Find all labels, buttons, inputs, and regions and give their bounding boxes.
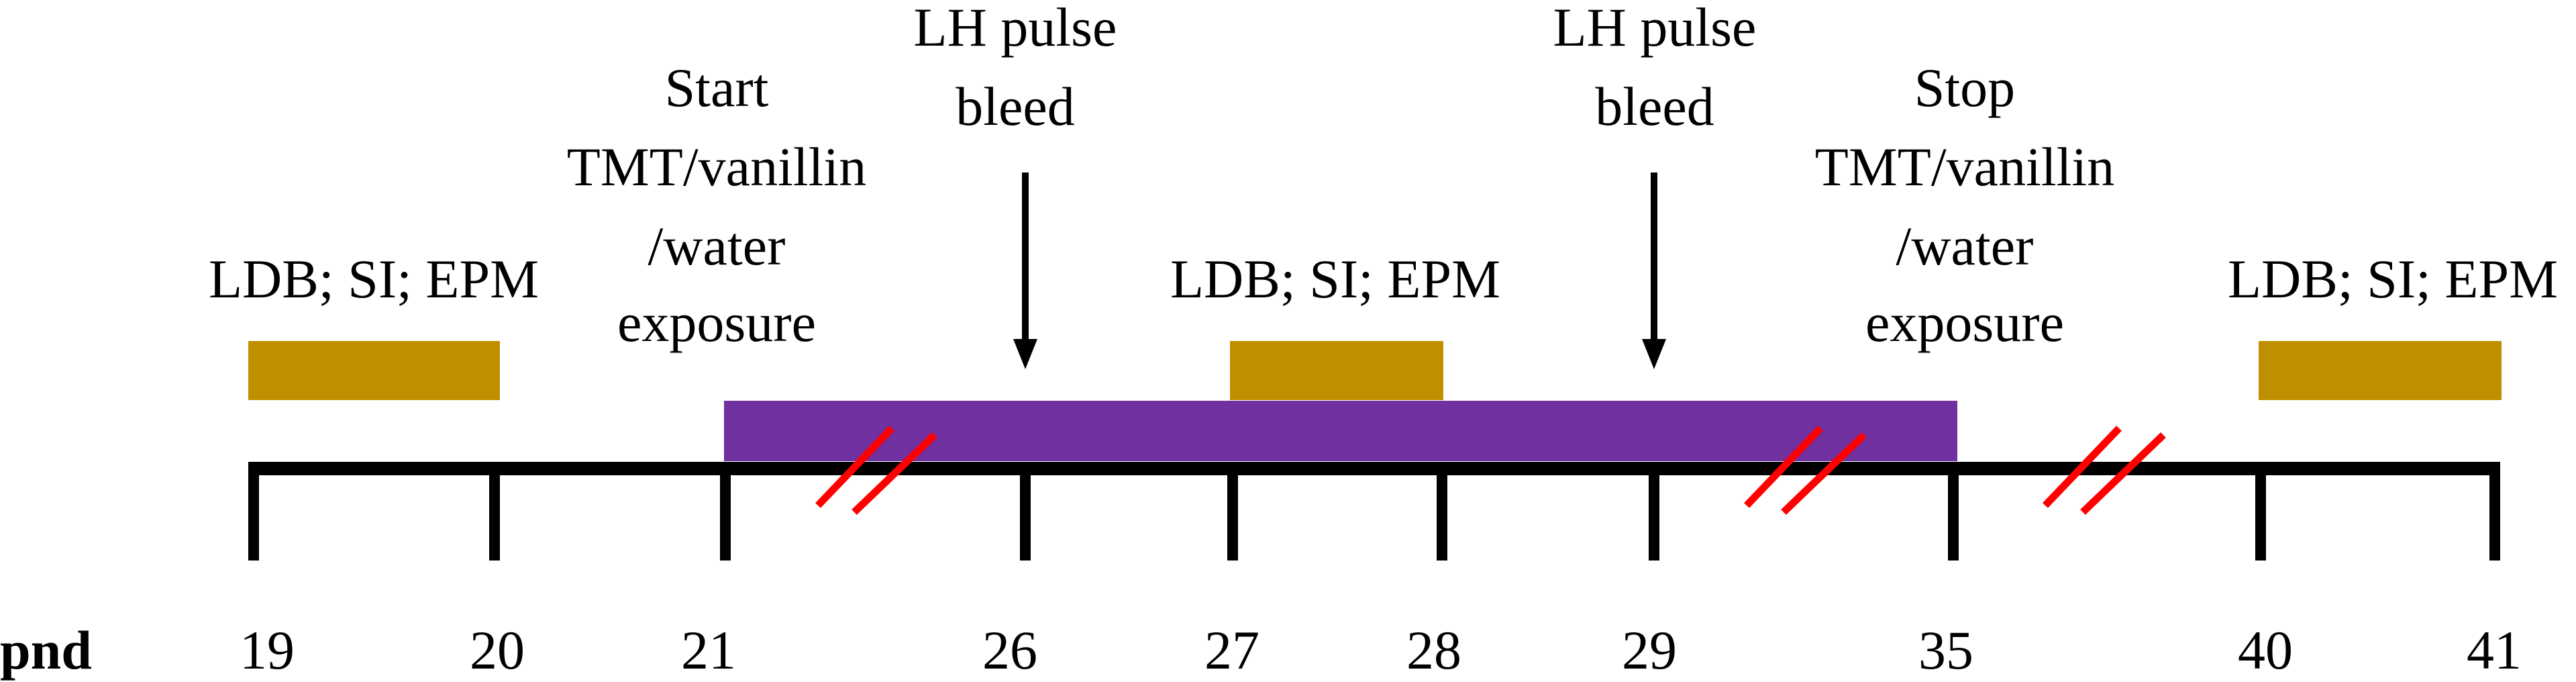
svg-text:TMT/vanillin: TMT/vanillin <box>1815 136 2114 197</box>
tick-label-28: 28 <box>1406 620 1461 681</box>
stop-exposure-label: Stop TMT/vanillin /water exposure <box>1815 57 2114 353</box>
axis-break-21-26 <box>815 426 937 515</box>
tick-label-29: 29 <box>1622 620 1677 681</box>
test-battery-label-1: LDB; SI; EPM <box>209 248 539 309</box>
start-exposure-label: Start TMT/vanillin /water exposure <box>567 57 866 353</box>
svg-text:exposure: exposure <box>617 292 816 353</box>
test-battery-bar-pnd19-20 <box>248 341 500 400</box>
svg-text:LH pulse: LH pulse <box>1553 0 1757 58</box>
tick-label-20: 20 <box>470 620 525 681</box>
svg-text:bleed: bleed <box>1595 76 1714 137</box>
tick-label-21: 21 <box>681 620 736 681</box>
bleed-label-pnd26: LH pulse bleed <box>914 0 1117 137</box>
svg-text:exposure: exposure <box>1865 292 2064 353</box>
tick-marks <box>248 463 2500 561</box>
svg-text:/water: /water <box>648 215 786 277</box>
tick-label-26: 26 <box>982 620 1037 681</box>
axis-title-pnd: pnd <box>0 620 92 681</box>
svg-text:/water: /water <box>1896 215 2034 277</box>
test-battery-bar-pnd40-41 <box>2259 341 2502 400</box>
test-battery-label-3: LDB; SI; EPM <box>2228 248 2558 309</box>
axis-break-29-35 <box>1744 426 1867 515</box>
svg-text:Start: Start <box>665 57 769 118</box>
tick-label-35: 35 <box>1918 620 1973 681</box>
axis-break-35-40 <box>2043 426 2166 515</box>
bleed-arrow-pnd29 <box>1642 173 1666 369</box>
tick-label-40: 40 <box>2238 620 2293 681</box>
bleed-arrow-pnd26 <box>1013 173 1037 369</box>
svg-text:bleed: bleed <box>956 76 1075 137</box>
tick-label-19: 19 <box>240 620 295 681</box>
test-battery-bar-pnd27-28 <box>1230 341 1443 400</box>
bleed-label-pnd29: LH pulse bleed <box>1553 0 1757 137</box>
svg-text:Stop: Stop <box>1914 57 2015 118</box>
svg-text:LH pulse: LH pulse <box>914 0 1117 58</box>
tick-labels: 19 20 21 26 27 28 29 35 40 41 <box>240 620 2522 681</box>
tick-label-41: 41 <box>2467 620 2522 681</box>
svg-text:TMT/vanillin: TMT/vanillin <box>567 136 866 197</box>
test-battery-label-2: LDB; SI; EPM <box>1170 248 1500 309</box>
tick-label-27: 27 <box>1204 620 1259 681</box>
exposure-bar-pnd21-35 <box>724 401 1957 461</box>
